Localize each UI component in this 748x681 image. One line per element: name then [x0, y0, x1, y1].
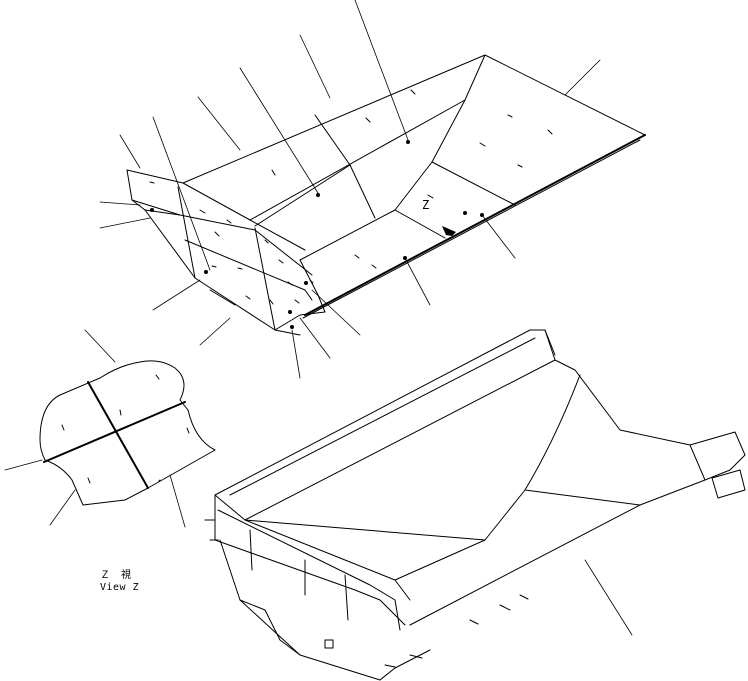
- liner-front-fold: [464, 54, 486, 101]
- reference-dots: [150, 140, 484, 329]
- body-leader: [584, 559, 633, 636]
- canopy-corner: [544, 329, 556, 356]
- body-right-profile: [409, 359, 746, 626]
- front-corner: [274, 311, 326, 331]
- view-label-en: View Z: [100, 582, 140, 593]
- front-plate-outer: [126, 169, 301, 336]
- base-edge: [379, 649, 431, 681]
- floor-seam-2: [394, 539, 486, 581]
- detail-seam-horizontal: [43, 401, 186, 463]
- liner-inner-edge: [249, 99, 516, 221]
- view-z-detail: [4, 329, 216, 528]
- detail-plate-outline: [39, 360, 216, 506]
- front-plate-square: [324, 639, 334, 649]
- front-box-top: [244, 519, 411, 601]
- body-inner-curve: [484, 374, 581, 541]
- rear-hinge: [711, 469, 746, 499]
- front-seam-b: [254, 227, 276, 331]
- underside-brackets: [469, 594, 529, 625]
- base-fittings: [384, 654, 423, 668]
- view-label-jp: Ｚ 視: [100, 570, 132, 581]
- rail-line: [229, 337, 536, 496]
- liner-floor-edge: [299, 161, 433, 261]
- front-plate-top: [126, 169, 306, 251]
- floor-seam-1: [524, 489, 641, 506]
- liner-right-edge-inner: [302, 139, 641, 319]
- rear-gate-edge: [689, 444, 706, 481]
- detail-leaders: [4, 329, 186, 528]
- view-z-arrow: [442, 226, 456, 236]
- front-box-outline: [214, 494, 406, 626]
- front-box-mid: [217, 509, 401, 631]
- front-right-edge: [299, 259, 326, 313]
- body-left-rail: [214, 329, 556, 521]
- liner-top-edge: [182, 54, 646, 184]
- front-lower-inner: [239, 599, 301, 656]
- front-tabs: [204, 519, 219, 541]
- detail-slots: [61, 374, 190, 484]
- leader-lines-upper: [99, 0, 601, 379]
- front-seam-c: [184, 239, 313, 301]
- liner-floor-seam: [394, 209, 446, 239]
- front-plate-mid: [131, 199, 313, 276]
- floor-diagonal: [244, 519, 486, 541]
- liner-right-edge: [304, 134, 646, 316]
- detail-seam-vertical: [87, 381, 149, 489]
- front-lower-slope: [219, 539, 381, 681]
- front-ribs: [249, 529, 349, 621]
- dump-body: [204, 329, 746, 681]
- front-seam-a: [177, 186, 196, 279]
- liner-plate-assembly: [99, 0, 646, 379]
- bottom-lip: [209, 289, 236, 306]
- liner-seam-2: [254, 164, 351, 227]
- view-marker-letter: Z: [422, 198, 430, 212]
- liner-slots: [149, 89, 553, 305]
